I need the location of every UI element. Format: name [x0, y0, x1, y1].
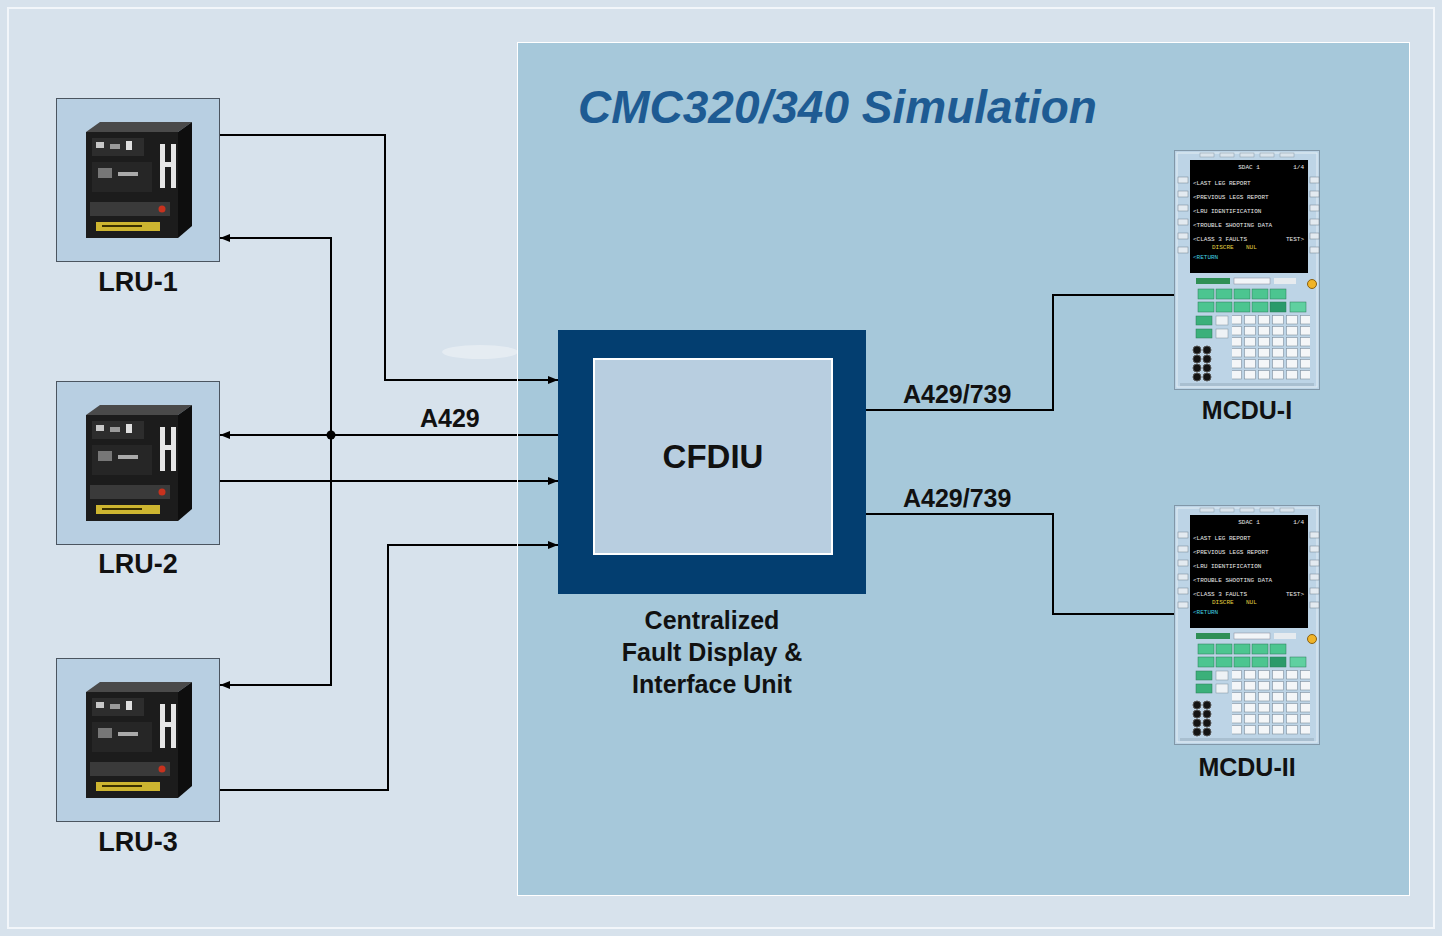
- lru-label: LRU-3: [57, 827, 219, 857]
- label-anchor: DISCRE: [1212, 244, 1242, 251]
- mcdu-label: MCDU-II: [1174, 753, 1320, 781]
- signal-label: A429: [420, 405, 480, 431]
- bus-connector: [866, 514, 1174, 614]
- label-anchor: NUL: [1246, 599, 1266, 606]
- label-anchor: <LRU IDENTIFICATION: [1193, 208, 1303, 215]
- screen-text: DISCRE: [1212, 599, 1242, 606]
- label-anchor: SDAC 1: [1219, 519, 1279, 526]
- label-anchor: A429/739: [903, 485, 1011, 511]
- screen-text: <PREVIOUS LEGS REPORT: [1193, 549, 1303, 556]
- label-anchor: <CLASS 3 FAULTS: [1193, 236, 1273, 243]
- mcdu-label: MCDU-I: [1174, 396, 1320, 424]
- lru-illustration: [86, 122, 192, 238]
- label-anchor: 1/4: [1278, 519, 1304, 526]
- panel-title: CMC320/340 Simulation: [578, 81, 1442, 134]
- lru-fill: [56, 98, 220, 262]
- label-anchor: <LAST LEG REPORT: [1193, 180, 1303, 187]
- simulation-panel: CMC320/340 SimulationCFDIUCentralized Fa…: [517, 42, 1410, 896]
- label-anchor: DISCRE: [1212, 599, 1242, 606]
- lru-box: LRU-1: [56, 98, 220, 262]
- screen-text: TEST>: [1278, 591, 1304, 598]
- screen-text: <TROUBLE SHOOTING DATA: [1193, 577, 1303, 584]
- label-anchor: A429: [420, 405, 480, 431]
- bus-connector: [220, 480, 558, 482]
- screen-text: SDAC 1: [1219, 164, 1279, 171]
- screen-text: NUL: [1246, 244, 1266, 251]
- lru-fill: [56, 658, 220, 822]
- bus-connector: [220, 135, 558, 380]
- screen-text: <LAST LEG REPORT: [1193, 180, 1303, 187]
- lru-label: LRU-2: [57, 549, 219, 579]
- lru-box: LRU-3: [56, 658, 220, 822]
- label-anchor: TEST>: [1278, 236, 1304, 243]
- screen-text: NUL: [1246, 599, 1266, 606]
- label-anchor: SDAC 1: [1219, 164, 1279, 171]
- screen-text: <RETURN: [1193, 254, 1253, 261]
- screen-text: <LRU IDENTIFICATION: [1193, 563, 1303, 570]
- label-anchor: TEST>: [1278, 591, 1304, 598]
- panel-fill: [517, 42, 1410, 896]
- screen-text: DISCRE: [1212, 244, 1242, 251]
- lru-box: LRU-2: [56, 381, 220, 545]
- signal-label: A429/739: [903, 381, 1011, 407]
- unit-caption: Centralized Fault Display & Interface Un…: [614, 604, 810, 700]
- screen-text: SDAC 1: [1219, 519, 1279, 526]
- screen-text: <CLASS 3 FAULTS: [1193, 236, 1273, 243]
- label-anchor: <LRU IDENTIFICATION: [1193, 563, 1303, 570]
- lru-illustration: [86, 682, 192, 798]
- mcdu-illustration: [1175, 151, 1320, 390]
- lru-illustration: [86, 405, 192, 521]
- screen-text: <TROUBLE SHOOTING DATA: [1193, 222, 1303, 229]
- label-anchor: <PREVIOUS LEGS REPORT: [1193, 549, 1303, 556]
- screen-text: TEST>: [1278, 236, 1304, 243]
- label-anchor: <CLASS 3 FAULTS: [1193, 591, 1273, 598]
- screen-text: <RETURN: [1193, 609, 1253, 616]
- lru-fill: [56, 381, 220, 545]
- connectors: [220, 135, 1174, 790]
- label-anchor: 1/4: [1278, 164, 1304, 171]
- cfdiu-unit: CFDIUCentralized Fault Display & Interfa…: [558, 330, 866, 594]
- screen-text: 1/4: [1278, 519, 1304, 526]
- junction-dot: [327, 431, 336, 440]
- label-anchor: A429/739: [903, 381, 1011, 407]
- screen-text: 1/4: [1278, 164, 1304, 171]
- inner-panel: CFDIU: [593, 358, 833, 555]
- signal-label: A429/739: [903, 485, 1011, 511]
- label-anchor: <RETURN: [1193, 254, 1253, 261]
- faint-arrow: [442, 345, 518, 359]
- screen-text: <PREVIOUS LEGS REPORT: [1193, 194, 1303, 201]
- label-anchor: <TROUBLE SHOOTING DATA: [1193, 577, 1303, 584]
- label-anchor: <LAST LEG REPORT: [1193, 535, 1303, 542]
- bus-connector: [220, 545, 558, 790]
- bus-connector: [220, 238, 558, 435]
- label-anchor: <RETURN: [1193, 609, 1253, 616]
- lru-label: LRU-1: [57, 267, 219, 297]
- label-anchor: <TROUBLE SHOOTING DATA: [1193, 222, 1303, 229]
- frame-line: [8, 8, 1434, 928]
- unit-name: CFDIU: [663, 438, 764, 476]
- screen-text: <CLASS 3 FAULTS: [1193, 591, 1273, 598]
- label-anchor: NUL: [1246, 244, 1266, 251]
- label-anchor: <PREVIOUS LEGS REPORT: [1193, 194, 1303, 201]
- screen-text: <LRU IDENTIFICATION: [1193, 208, 1303, 215]
- mcdu-illustration: [1175, 506, 1320, 745]
- bus-connector: [866, 295, 1174, 410]
- screen-text: <LAST LEG REPORT: [1193, 535, 1303, 542]
